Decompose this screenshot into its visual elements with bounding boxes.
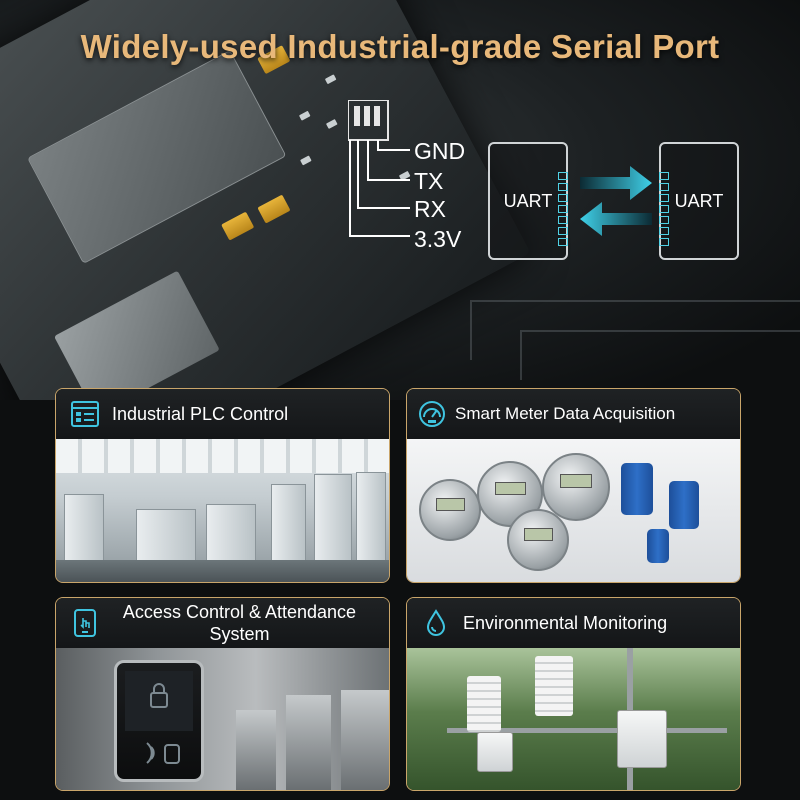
card-plc-control: Industrial PLC Control [55, 388, 390, 583]
card-access-control: Access Control & Attendance System [55, 597, 390, 791]
uart-pins [659, 172, 669, 246]
capacitor [257, 194, 291, 224]
card-title-line1: Access Control & Attendance [122, 602, 357, 622]
uart-box-left: UART [488, 142, 568, 260]
sim-card-slot [53, 270, 220, 400]
weather-station-photo [407, 648, 740, 790]
card-environmental-monitoring: Environmental Monitoring [406, 597, 741, 791]
card-header: Environmental Monitoring [407, 598, 740, 648]
uart-label: UART [674, 190, 724, 211]
gauge-meter-icon [419, 401, 445, 427]
capacitor [221, 211, 255, 241]
solder-pad [298, 110, 311, 121]
access-terminal [114, 660, 204, 782]
solder-pad [324, 74, 337, 85]
card-header: Access Control & Attendance System [56, 598, 389, 648]
card-header: Industrial PLC Control [56, 389, 389, 439]
card-title-line2: System [209, 624, 270, 644]
uart-box-right: UART [659, 142, 739, 260]
wireless-module [27, 50, 287, 264]
water-drop-icon [426, 609, 446, 636]
arrow-left-icon [580, 202, 652, 236]
pin-connector-lines [348, 100, 410, 237]
solder-pad [300, 155, 312, 166]
arrow-right-icon [580, 166, 652, 200]
pin-label-3v3: 3.3V [414, 226, 462, 252]
smart-meters-photo [407, 439, 740, 582]
plc-panel-icon [71, 401, 99, 427]
pcb-trace [470, 300, 800, 360]
card-title: Smart Meter Data Acquisition [455, 404, 676, 423]
card-header: Smart Meter Data Acquisition [407, 389, 740, 439]
card-title: Environmental Monitoring [463, 612, 668, 633]
hero-section: Widely-used Industrial-grade Serial Port… [0, 0, 800, 400]
uart-pins [558, 172, 568, 246]
access-terminal-photo [56, 648, 389, 790]
phone-touch-icon [74, 609, 96, 637]
pin-label-rx: RX [414, 196, 446, 222]
uart-label: UART [503, 190, 553, 211]
card-smart-meter: Smart Meter Data Acquisition [406, 388, 741, 583]
solder-pad [325, 118, 338, 129]
page-title: Widely-used Industrial-grade Serial Port [80, 28, 720, 65]
pcb-trace [520, 330, 800, 380]
card-title: Industrial PLC Control [112, 403, 289, 424]
pin-label-gnd: GND [414, 138, 466, 164]
pin-label-tx: TX [414, 168, 444, 194]
factory-floor-photo [56, 439, 389, 582]
